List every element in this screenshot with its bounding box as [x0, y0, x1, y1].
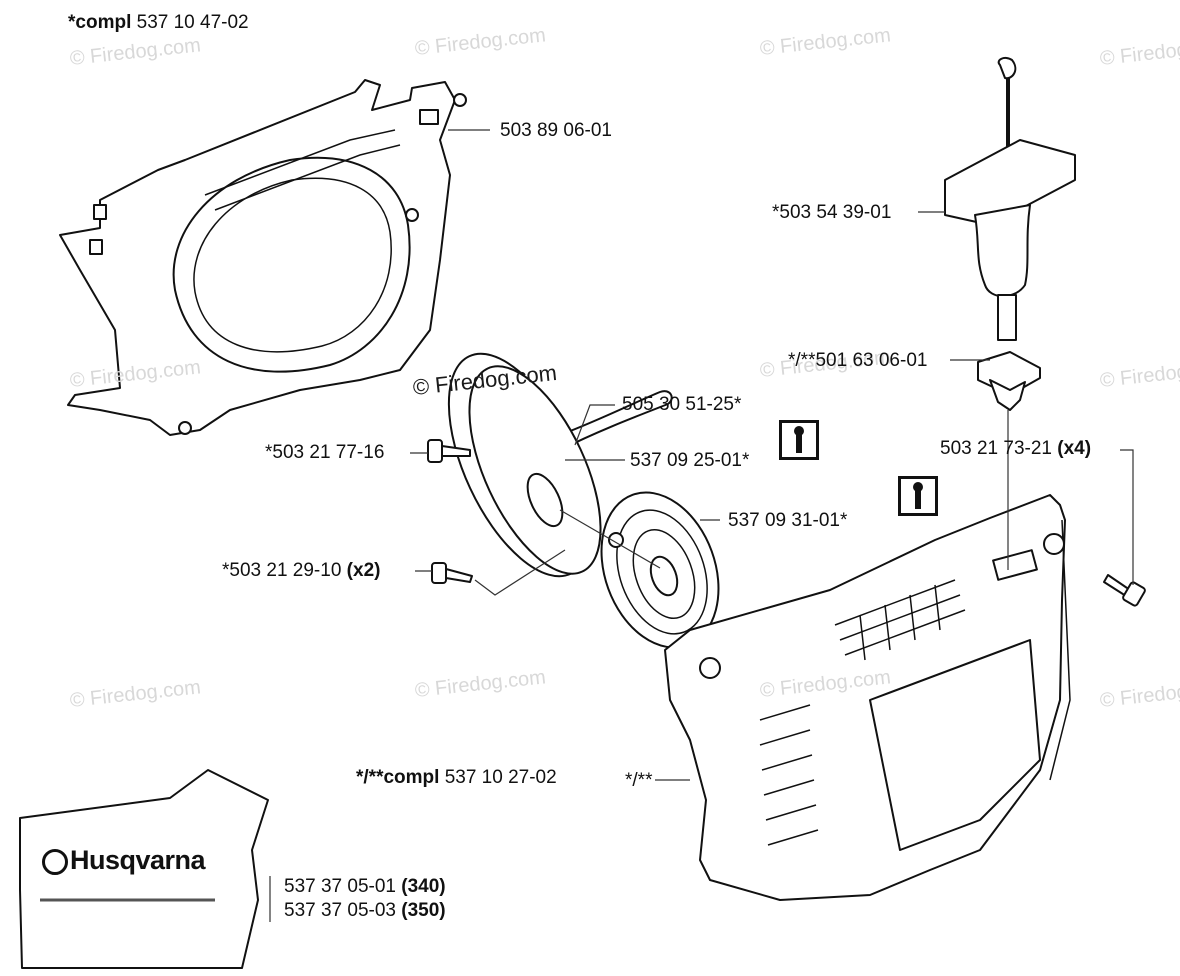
assembly-number: 537 10 47-02	[136, 12, 249, 33]
decal-350-model: (350)	[401, 900, 446, 921]
part-label-pulley: 537 09 25-01*	[630, 450, 750, 471]
husqvarna-crown-icon	[42, 848, 68, 875]
part-label-starter-cover: */**compl 537 10 27-02	[356, 767, 557, 789]
screw-spring-qty: (x2)	[346, 560, 381, 581]
starter-cover-prefix: */**compl	[356, 767, 440, 788]
starter-handle	[944, 56, 1076, 341]
husqvarna-logo: Husqvarna	[42, 845, 206, 876]
starter-cover-number: 537 10 27-02	[444, 767, 557, 788]
rope-bushing	[977, 351, 1041, 411]
part-label-handle: *503 54 39-01	[772, 202, 892, 223]
part-label-screw-pulley: *503 21 77-16	[265, 442, 385, 463]
crankcase-housing	[59, 79, 467, 436]
decal-340-model: (340)	[401, 876, 446, 897]
starter-pulley	[447, 352, 602, 578]
decal-340-number: 537 37 05-01	[284, 876, 396, 897]
assembly-label: *compl 537 10 47-02	[68, 12, 249, 34]
wrench-tool-icon	[898, 476, 938, 516]
screw-cover-qty: (x4)	[1057, 438, 1092, 459]
husqvarna-decal	[19, 769, 269, 969]
part-label-screw-cover: 503 21 73-21 (x4)	[940, 438, 1091, 460]
recoil-spring	[600, 491, 720, 649]
part-label-crankcase: 503 89 06-01	[500, 120, 612, 141]
assembly-prefix: *compl	[68, 12, 132, 33]
starter-rope	[559, 390, 673, 451]
decal-350-number: 537 37 05-03	[284, 900, 396, 921]
wrench-tool-icon	[779, 420, 819, 460]
part-label-rope: 505 30 51-25*	[622, 394, 742, 415]
starter-cover-tag: */**	[625, 770, 653, 791]
decal-brand: Husqvarna	[70, 845, 206, 875]
starter-cover	[664, 494, 1071, 901]
part-label-decal-350: 537 37 05-03 (350)	[284, 900, 446, 922]
part-label-bushing: */**501 63 06-01	[788, 350, 928, 371]
part-label-spring: 537 09 31-01*	[728, 510, 848, 531]
screw-pulley	[427, 439, 471, 463]
screw-spring-number: *503 21 29-10	[222, 560, 342, 581]
screw-cover-number: 503 21 73-21	[940, 438, 1052, 459]
leader-lines	[269, 129, 1134, 922]
screw-cover	[1103, 574, 1146, 607]
part-label-screw-spring: *503 21 29-10 (x2)	[222, 560, 380, 582]
part-label-decal-340: 537 37 05-01 (340)	[284, 876, 446, 898]
screw-spring	[431, 562, 473, 584]
